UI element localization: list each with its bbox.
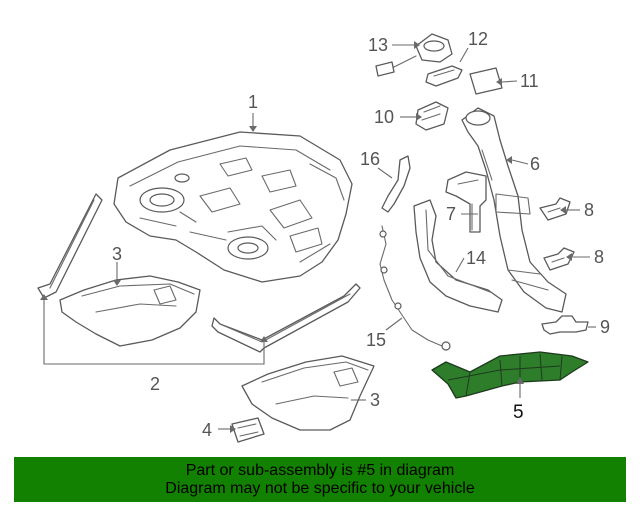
callout-labels: 1 2 3 3 4 5 6 7 8 8 9 10 11 12 13 14 15 …: [112, 29, 610, 440]
fuel-sender-part-10[interactable]: [415, 101, 449, 131]
callout-2: 2: [150, 374, 160, 394]
callout-11: 11: [520, 71, 539, 91]
clip-part-4[interactable]: [231, 417, 265, 443]
fuel-cap-part-13[interactable]: [375, 33, 453, 77]
banner-line-2: Diagram may not be specific to your vehi…: [165, 479, 475, 497]
fuel-tank-protector-part-5[interactable]: [431, 351, 589, 399]
callout-14: 14: [466, 248, 486, 268]
bracket-upper-part-8[interactable]: [539, 197, 571, 221]
callout-9: 9: [600, 317, 610, 337]
hose-part-16[interactable]: [381, 155, 411, 213]
callout-15: 15: [366, 330, 386, 350]
callout-3-upper: 3: [112, 244, 122, 264]
callout-1: 1: [248, 92, 258, 112]
bracket-part-12[interactable]: [425, 65, 463, 87]
callout-8-lower: 8: [594, 247, 604, 267]
callout-6: 6: [530, 154, 540, 174]
fuel-tank-strap-right-part-2[interactable]: [211, 283, 361, 353]
filler-pipe-bracket-part-7[interactable]: [445, 171, 487, 233]
callout-5: 5: [513, 402, 524, 423]
callout-3-lower: 3: [370, 390, 380, 410]
leader-lines: [43, 44, 596, 430]
banner-line-1: Part or sub-assembly is #5 in diagram: [185, 461, 455, 479]
callout-7: 7: [446, 204, 456, 224]
label-part-11[interactable]: [469, 67, 503, 95]
filler-hose-part-14[interactable]: [413, 199, 503, 313]
fuel-tank-strap-left-part-2[interactable]: [37, 193, 103, 299]
callout-8-upper: 8: [584, 200, 594, 220]
leader-arrowheads: [40, 41, 572, 433]
fuel-tank-part-1[interactable]: [113, 131, 353, 283]
callout-4: 4: [202, 420, 212, 440]
callout-10: 10: [374, 107, 394, 127]
clamp-part-9[interactable]: [541, 315, 589, 335]
vent-tube-part-15[interactable]: [379, 225, 451, 351]
callout-12: 12: [468, 29, 488, 49]
diagram-notice-banner: Part or sub-assembly is #5 in diagram Di…: [14, 457, 626, 502]
callout-16: 16: [360, 149, 380, 169]
bracket-lower-part-8[interactable]: [543, 247, 575, 271]
heat-insulator-lower-part-3[interactable]: [241, 355, 375, 431]
callout-13: 13: [368, 35, 388, 55]
filler-pipe-part-6[interactable]: [461, 107, 567, 313]
heat-insulator-upper-part-3[interactable]: [59, 275, 201, 347]
